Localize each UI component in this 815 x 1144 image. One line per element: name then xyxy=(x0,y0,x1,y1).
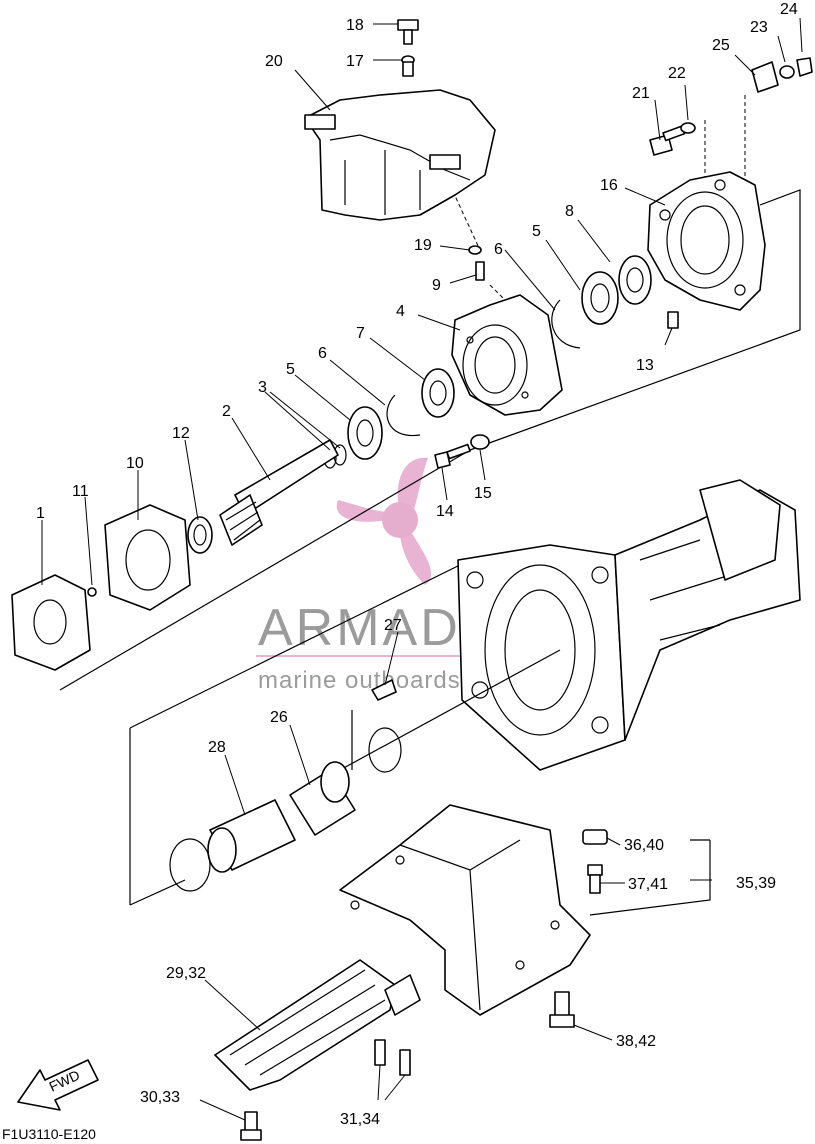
callout-2: 2 xyxy=(222,403,231,420)
callout-12: 12 xyxy=(172,425,190,442)
callout-28: 28 xyxy=(208,739,226,756)
callout-19: 19 xyxy=(414,237,432,254)
watermark-brand: ARMADA xyxy=(258,599,498,657)
callout-15: 15 xyxy=(474,485,492,502)
callout-21: 21 xyxy=(632,85,650,102)
callout-26: 26 xyxy=(270,709,288,726)
callout-11: 11 xyxy=(72,483,89,500)
bearings-and-seals xyxy=(323,255,652,469)
callout-7: 7 xyxy=(356,325,365,342)
assembly-frame xyxy=(59,95,801,916)
part-2-shaft xyxy=(219,439,339,546)
callout-6a: 6 xyxy=(494,241,503,258)
fasteners xyxy=(371,19,813,701)
pump-body xyxy=(457,479,801,771)
callout-27: 27 xyxy=(384,617,402,634)
fwd-arrow-icon: FWD xyxy=(17,1059,99,1111)
callout-30-33: 30,33 xyxy=(140,1089,180,1106)
propeller-icon xyxy=(336,457,432,585)
watermark-logo: ARMADA marine outboards xyxy=(256,457,558,694)
leader-lines xyxy=(41,17,803,1121)
part-29-32-plate xyxy=(214,959,421,1091)
callout-24: 24 xyxy=(780,1,798,18)
callout-1: 1 xyxy=(36,505,45,522)
callout-10: 10 xyxy=(126,455,144,472)
callout-22: 22 xyxy=(668,65,686,82)
hose-and-clamps xyxy=(169,649,561,892)
callout-29-32: 29,32 xyxy=(166,965,206,982)
callout-35-39: 35,39 xyxy=(736,875,776,892)
callout-38-42: 38,42 xyxy=(616,1033,656,1050)
part-20-cover xyxy=(304,89,496,221)
callout-14: 14 xyxy=(436,503,454,520)
ride-plate-bracket xyxy=(339,804,591,1016)
part-16-housing xyxy=(647,171,766,311)
callout-8: 8 xyxy=(565,203,574,220)
callout-37-41: 37,41 xyxy=(628,876,668,893)
figure-code: F1U3110-E120 xyxy=(2,1126,96,1142)
callout-9: 9 xyxy=(432,277,441,294)
callout-25: 25 xyxy=(712,37,730,54)
watermark-rule xyxy=(256,655,558,657)
callout-3: 3 xyxy=(258,379,267,396)
callout-31-34: 31,34 xyxy=(340,1111,380,1128)
watermark-tagline: marine outboards xyxy=(258,667,461,694)
coupling-parts xyxy=(11,504,213,671)
callout-5a: 5 xyxy=(532,223,541,240)
callout-13: 13 xyxy=(636,357,654,374)
callout-6b: 6 xyxy=(318,345,327,362)
callout-23: 23 xyxy=(750,19,768,36)
callout-4: 4 xyxy=(396,303,405,320)
bottom-bolts xyxy=(240,829,608,1141)
callout-16: 16 xyxy=(600,177,618,194)
callout-18: 18 xyxy=(346,17,364,34)
callout-5b: 5 xyxy=(286,361,295,378)
callout-36-40: 36,40 xyxy=(624,837,664,854)
callout-20: 20 xyxy=(265,53,283,70)
part-4-bearing-housing xyxy=(451,294,563,416)
callout-labels: 18 17 20 24 23 25 22 21 16 8 5 6 19 9 4 … xyxy=(36,1,798,1128)
callout-17: 17 xyxy=(346,53,364,70)
